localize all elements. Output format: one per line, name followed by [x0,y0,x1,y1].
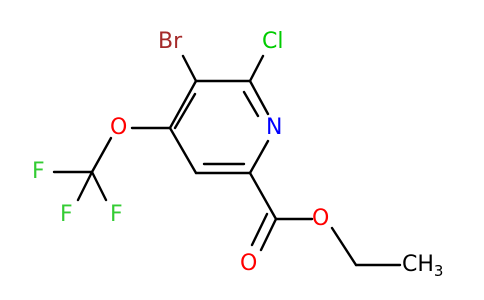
bond-c2-cl [248,54,265,83]
fluorine-label-1: F [32,159,45,184]
pyridine-ring [168,79,270,175]
bond-c3-c4-inner [173,92,197,130]
ring-oxygen-label: O [110,115,127,140]
bond-c3-br [181,54,198,83]
bond-c6-n [248,139,270,175]
bond-o-cf3 [90,136,113,174]
bond-n-c2-inner [242,90,260,118]
carbonyl-oxygen-label: O [240,251,257,276]
methyl-text: CH [402,252,434,277]
bond-c6-carbonyl [248,171,278,221]
bond-cf3-f3 [90,170,108,202]
bond-n-c2 [248,79,270,116]
bromine-label: Br [158,29,183,54]
fluorine-label-2: F [60,202,73,227]
ester-oxygen-label: O [312,206,329,231]
bond-carbonyl-o-double-1 [259,217,278,252]
bond-c4-c5 [168,126,198,175]
methyl-subscript: 3 [434,262,444,280]
chlorine-label: Cl [262,29,283,54]
fluorine-label-3: F [110,202,123,227]
methyl-label: CH3 [402,252,443,280]
bond-ester-o-ch2 [330,226,358,267]
bond-carbonyl-o-double-2 [250,212,269,247]
bond-c3-c4 [168,79,198,130]
bond-cf3-f2 [76,170,94,202]
nitrogen-label: N [266,115,282,140]
